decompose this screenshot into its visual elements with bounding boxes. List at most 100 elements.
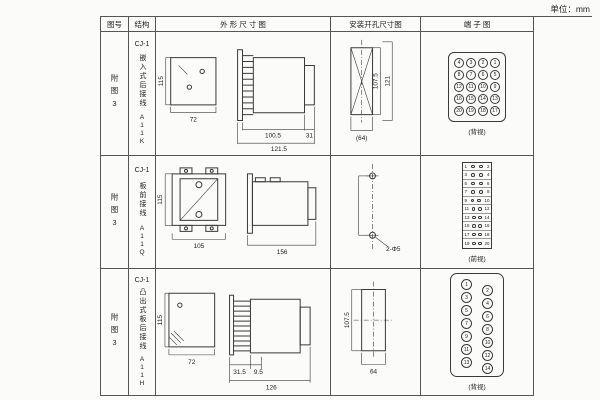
dim-label: 126 [266,385,277,392]
dim-label: 72 [188,359,196,366]
terminal-number: 10 [484,197,490,203]
terminal-circle: 14 [478,93,488,104]
terminal-number: 1 [464,163,468,169]
screw-icon [479,181,483,185]
outline-cell: 115 72 100.5 31 [156,32,331,156]
structure-code: A11K [138,114,146,146]
terminal-circle: 15 [466,93,476,104]
screw-icon [478,241,482,245]
outline-cell: 115 105 156 [156,156,331,269]
terminal-circle: 9 [490,81,500,92]
terminal-row: 11 12 [463,205,491,214]
screw-icon [471,190,475,194]
structure-cell: CJ-1 凸出式板后接线 A11H [129,269,156,395]
terminal-pin: 7 [461,318,472,329]
dim-label: 121 [384,75,391,86]
terminal-number: 19 [464,240,470,246]
terminal-view-label: (背视) [468,128,486,136]
unit-underline [534,16,592,17]
structure-cell: CJ-1 嵌入式后接线 A11K [129,32,156,156]
dim-label: 64 [370,369,378,376]
dim-label: 72 [190,117,198,124]
header-structure: 结构 [129,17,156,32]
header-install-dims: 安装开孔尺寸图 [331,17,421,32]
screw-icon [479,173,483,177]
header-terminal-diagram: 端 子 图 [421,17,533,32]
screw-icon [478,232,482,236]
terminal-number: 4 [486,172,490,178]
terminal-circle: 3 [466,57,476,68]
terminal-number: 14 [484,214,490,220]
terminal-pin: 14 [482,363,493,374]
terminal-circle: 13 [490,93,500,104]
terminal-number: 13 [464,214,470,220]
terminal-number: 20 [484,240,490,246]
terminal-circle: 12 [454,81,464,92]
screw-icon [471,207,476,211]
terminal-circle: 20 [454,105,464,116]
screw-icon [471,173,475,177]
screw-icon [478,215,482,219]
install-drawing-a11q: 2-Φ5 [331,156,401,253]
header-outline-dims: 外 形 尺 寸 图 [156,17,331,32]
terminal-number: 6 [486,180,490,186]
terminal-circle: 4 [454,57,464,68]
structure-desc: 嵌入式后接线 [139,54,146,108]
terminal-pin: 4 [482,298,493,309]
terminal-circle: 7 [466,69,476,80]
terminal-pin: 8 [482,324,493,335]
terminal-circle: 6 [478,69,488,80]
structure-cell: CJ-1 板前接线 A11Q [129,156,156,269]
terminal-circle: 10 [478,81,488,92]
terminal-number: 2 [486,163,490,169]
outline-drawing-a11k: 115 72 100.5 31 [158,32,330,153]
outline-cell: 115 72 31.5 9.5 [156,269,331,395]
figure-no: 附图3 [110,192,119,232]
screw-icon [471,164,475,168]
dim-label: 121.5 [271,146,287,153]
install-cell: 107.5 121 (64) [331,32,421,156]
dim-label: 100.5 [265,132,281,139]
terminal-circle: 11 [466,81,476,92]
dim-label: 105 [194,243,205,250]
terminal-number: 8 [486,189,490,195]
terminal-pin: 3 [461,292,472,303]
structure-model: CJ-1 [134,41,150,48]
figure-no: 附图3 [110,312,119,352]
figure-no-cell: 附图3 [101,32,129,156]
header-figure-no: 图号 [101,17,129,32]
terminal-circle: 18 [478,105,488,116]
terminal-number: 15 [464,223,470,229]
dim-label: 31 [306,132,314,139]
terminal-number: 3 [464,172,468,178]
screw-icon [478,224,482,228]
screw-icon [472,232,476,236]
terminal-view-label: (背视) [468,384,486,391]
terminal-number: 12 [484,206,490,212]
terminal-number: 16 [484,223,490,229]
install-drawing-a11h: 107.5 64 [344,269,420,376]
terminal-pin: 2 [482,285,493,296]
install-cell: 2-Φ5 [331,156,421,269]
terminal-circle: 8 [454,69,464,80]
structure-model: CJ-1 [134,276,150,284]
dim-label: 107.5 [372,73,379,89]
structure-desc: 板前接线 [139,181,146,218]
outline-drawing-a11q: 115 105 156 [157,156,330,256]
install-drawing-a11k: 107.5 121 (64) [331,32,420,142]
dim-label: 115 [157,315,164,326]
dim-label: 115 [158,76,165,87]
terminal-number: 11 [464,206,470,212]
dim-label: 156 [277,249,288,256]
structure-desc: 凸出式板后接线 [139,288,146,351]
